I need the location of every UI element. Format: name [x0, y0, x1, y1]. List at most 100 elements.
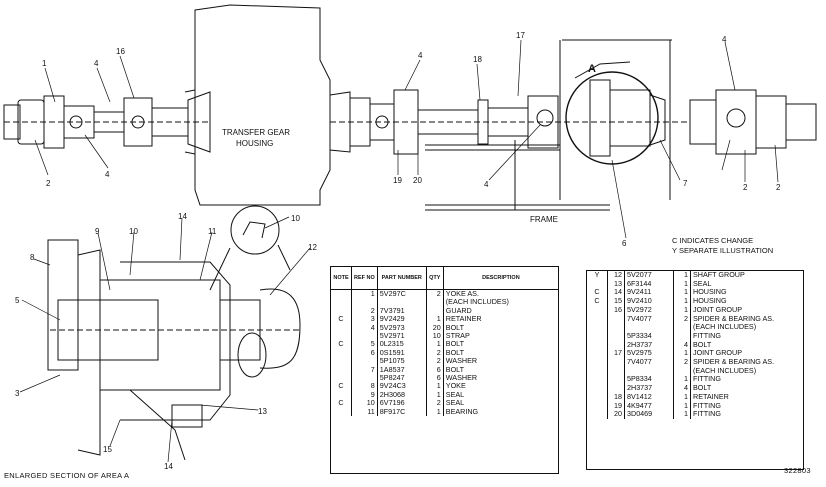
- cell-note: C: [331, 398, 352, 408]
- cell-part-number: 1A8537: [377, 365, 427, 375]
- cell-ref: 17: [607, 349, 625, 359]
- cell-qty: 2: [426, 356, 444, 366]
- cell-ref: 7: [351, 365, 378, 375]
- cell-note: [331, 357, 352, 366]
- cell-description: (EACH INCLUDES): [693, 322, 757, 332]
- cell-description: WASHER: [445, 373, 478, 383]
- callout-4-c: 4: [418, 51, 423, 60]
- cell-note: [331, 374, 352, 383]
- cell-ref: 16: [607, 305, 625, 315]
- cell-part-number: [624, 323, 674, 332]
- cell-description: FITTING: [693, 330, 721, 340]
- cell-qty: 2: [673, 314, 691, 324]
- cell-note: [587, 314, 608, 324]
- cell-part-number: 7V4077: [624, 357, 674, 367]
- cell-qty: 1: [673, 392, 691, 402]
- cell-note: C: [331, 382, 352, 391]
- cell-ref: [607, 375, 625, 385]
- cell-qty: [673, 366, 691, 376]
- cell-description: HOUSING: [693, 287, 727, 297]
- cell-description: SEAL: [445, 398, 465, 408]
- frame-label: FRAME: [530, 215, 558, 224]
- cell-note: [331, 390, 352, 400]
- callout-8: 8: [30, 253, 35, 262]
- col-qty: QTY: [426, 267, 444, 290]
- callout-14-top: 14: [178, 212, 187, 221]
- cell-ref: 11: [351, 407, 378, 417]
- transfer-gear-housing: [184, 4, 331, 206]
- cell-description: BOLT: [445, 364, 465, 374]
- cell-qty: [673, 323, 691, 332]
- cell-description: (EACH INCLUDES): [445, 297, 509, 307]
- callout-4-d: 4: [484, 180, 489, 189]
- right-drive-shaft: [329, 89, 690, 155]
- cell-note: [587, 392, 608, 402]
- cell-qty: 6: [426, 365, 444, 375]
- callout-16: 16: [116, 47, 125, 56]
- cell-qty: 1: [673, 288, 691, 298]
- cell-note: [587, 323, 608, 332]
- col-ref: REF NO: [351, 267, 378, 290]
- cell-part-number: 5P8334: [624, 375, 674, 385]
- table-row: (EACH INCLUDES): [331, 297, 558, 307]
- cell-description: SPIDER & BEARING AS.: [693, 313, 775, 323]
- legend: C INDICATES CHANGE Y SEPARATE ILLUSTRATI…: [672, 236, 773, 256]
- cell-note: [331, 306, 352, 316]
- callout-10-section: 10: [129, 227, 138, 236]
- cell-ref: 3: [351, 314, 378, 324]
- cell-note: [331, 332, 352, 341]
- cell-note: [587, 349, 608, 359]
- cell-note: [587, 331, 608, 341]
- cell-part-number: 2H3737: [624, 340, 674, 350]
- callout-15: 15: [103, 445, 112, 454]
- cell-note: [587, 384, 608, 393]
- cell-description: RETAINER: [445, 314, 482, 324]
- callout-20: 20: [413, 176, 422, 185]
- cell-description: BOLT: [445, 347, 465, 357]
- cell-part-number: 7V3791: [377, 306, 427, 316]
- cell-qty: 4: [673, 383, 691, 393]
- cell-description: SEAL: [445, 389, 465, 399]
- enlarged-caption: ENLARGED SECTION OF AREA A: [4, 471, 130, 480]
- table-row: (EACH INCLUDES): [587, 323, 803, 332]
- cell-note: [331, 407, 352, 417]
- cell-part-number: 5V2975: [624, 349, 674, 359]
- cell-qty: 2: [673, 357, 691, 367]
- cell-ref: 12: [607, 270, 625, 280]
- right-end-yoke: [689, 89, 817, 155]
- cell-qty: 1: [426, 314, 444, 324]
- cell-description: SHAFT GROUP: [693, 270, 745, 279]
- cell-qty: 2: [426, 289, 444, 299]
- table-row: (EACH INCLUDES): [587, 366, 803, 376]
- cell-note: [587, 279, 608, 289]
- cell-qty: 4: [673, 340, 691, 350]
- cell-description: JOINT GROUP: [693, 304, 742, 314]
- legend-separate: Y SEPARATE ILLUSTRATION: [672, 246, 774, 255]
- cell-qty: 1: [673, 296, 691, 306]
- cell-description: YOKE AS.: [445, 289, 479, 298]
- cell-part-number: 5V2973: [377, 323, 427, 333]
- callout-5: 5: [15, 296, 20, 305]
- cell-part-number: 9V24C3: [377, 382, 427, 391]
- drawing-labels: TRANSFER GEAR HOUSING FRAME A 1 2 4 4 16…: [15, 31, 781, 471]
- cell-note: C: [587, 288, 608, 298]
- callout-1-right: 2: [743, 183, 748, 192]
- cell-ref: [607, 366, 625, 376]
- cell-note: [587, 401, 608, 411]
- cell-qty: 6: [426, 373, 444, 383]
- cell-qty: 1: [426, 340, 444, 349]
- area-a-label: A: [588, 63, 596, 75]
